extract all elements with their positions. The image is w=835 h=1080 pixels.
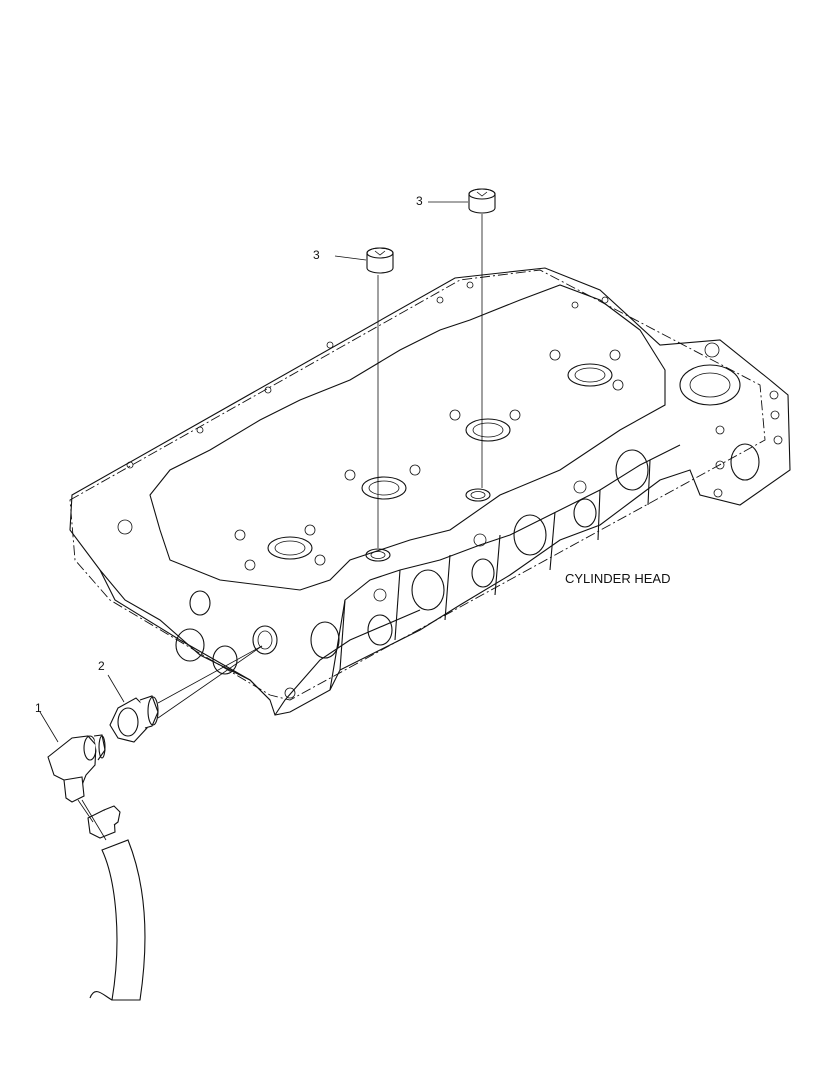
cylinder-head-caption: CYLINDER HEAD <box>565 571 670 586</box>
hose <box>89 839 146 1001</box>
elbow-fitting <box>47 734 106 803</box>
callout-3-front: 3 <box>313 248 320 262</box>
hose-clamp <box>87 805 121 839</box>
pointer-adapter <box>107 674 125 703</box>
plug-front <box>366 247 394 274</box>
pointer-plug-front <box>334 255 367 261</box>
plug-rear <box>468 188 496 214</box>
callout-3-rear: 3 <box>416 194 423 208</box>
callout-2: 2 <box>98 659 105 673</box>
callout-1: 1 <box>35 701 42 715</box>
adapter-fitting <box>109 645 263 743</box>
cylinder-head <box>69 267 791 716</box>
pointer-elbow <box>39 711 59 743</box>
